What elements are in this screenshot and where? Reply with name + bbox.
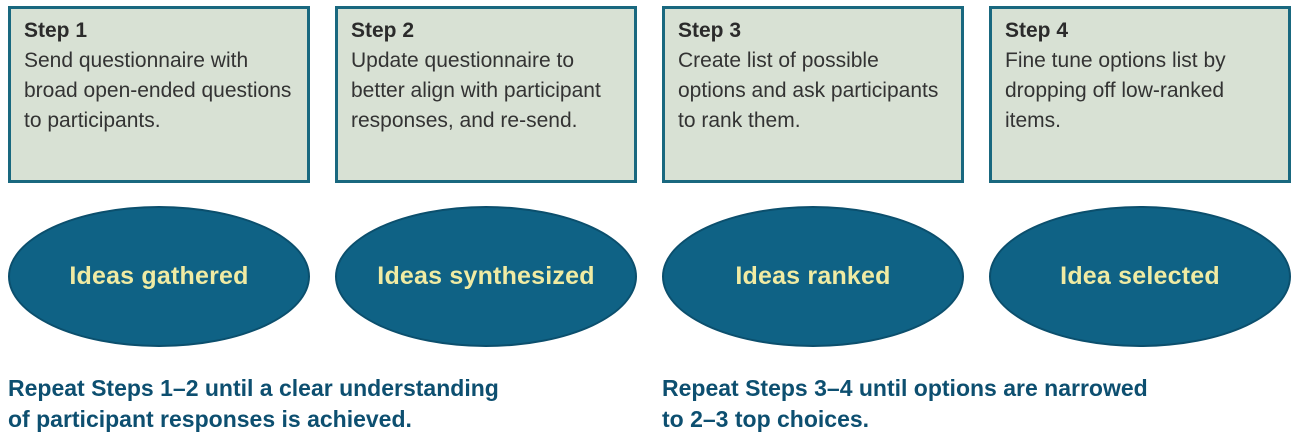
result-ellipse-3: Ideas ranked — [662, 206, 964, 347]
result-label: Ideas ranked — [735, 262, 891, 290]
result-label: Ideas synthesized — [377, 262, 595, 290]
result-ellipse-4: Idea selected — [989, 206, 1291, 347]
step-box-2: Step 2 Update questionnaire to better al… — [335, 6, 637, 183]
caption-line: to 2–3 top choices. — [662, 406, 870, 432]
result-ellipses-row: Ideas gathered Ideas synthesized Ideas r… — [8, 206, 1300, 347]
step-box-3: Step 3 Create list of possible options a… — [662, 6, 964, 183]
caption-line: Repeat Steps 3–4 until options are narro… — [662, 375, 1148, 401]
step-description: Create list of possible options and ask … — [678, 49, 939, 132]
result-ellipse-2: Ideas synthesized — [335, 206, 637, 347]
result-label: Idea selected — [1060, 262, 1220, 290]
caption-line: of participant responses is achieved. — [8, 406, 412, 432]
step-title: Step 3 — [678, 19, 742, 42]
step-title: Step 2 — [351, 19, 415, 42]
step-description: Send questionnaire with broad open-ended… — [24, 49, 292, 132]
step-box-4: Step 4 Fine tune options list by droppin… — [989, 6, 1291, 183]
captions-row: Repeat Steps 1–2 until a clear understan… — [8, 373, 1300, 435]
step-description: Update questionnaire to better align wit… — [351, 49, 601, 132]
repeat-caption-steps-1-2: Repeat Steps 1–2 until a clear understan… — [8, 373, 637, 435]
caption-line: Repeat Steps 1–2 until a clear understan… — [8, 375, 499, 401]
step-box-1: Step 1 Send questionnaire with broad ope… — [8, 6, 310, 183]
step-boxes-row: Step 1 Send questionnaire with broad ope… — [8, 6, 1300, 183]
result-ellipse-1: Ideas gathered — [8, 206, 310, 347]
step-title: Step 4 — [1005, 19, 1069, 42]
step-title: Step 1 — [24, 19, 88, 42]
step-description: Fine tune options list by dropping off l… — [1005, 49, 1226, 132]
result-label: Ideas gathered — [69, 262, 249, 290]
repeat-caption-steps-3-4: Repeat Steps 3–4 until options are narro… — [662, 373, 1291, 435]
